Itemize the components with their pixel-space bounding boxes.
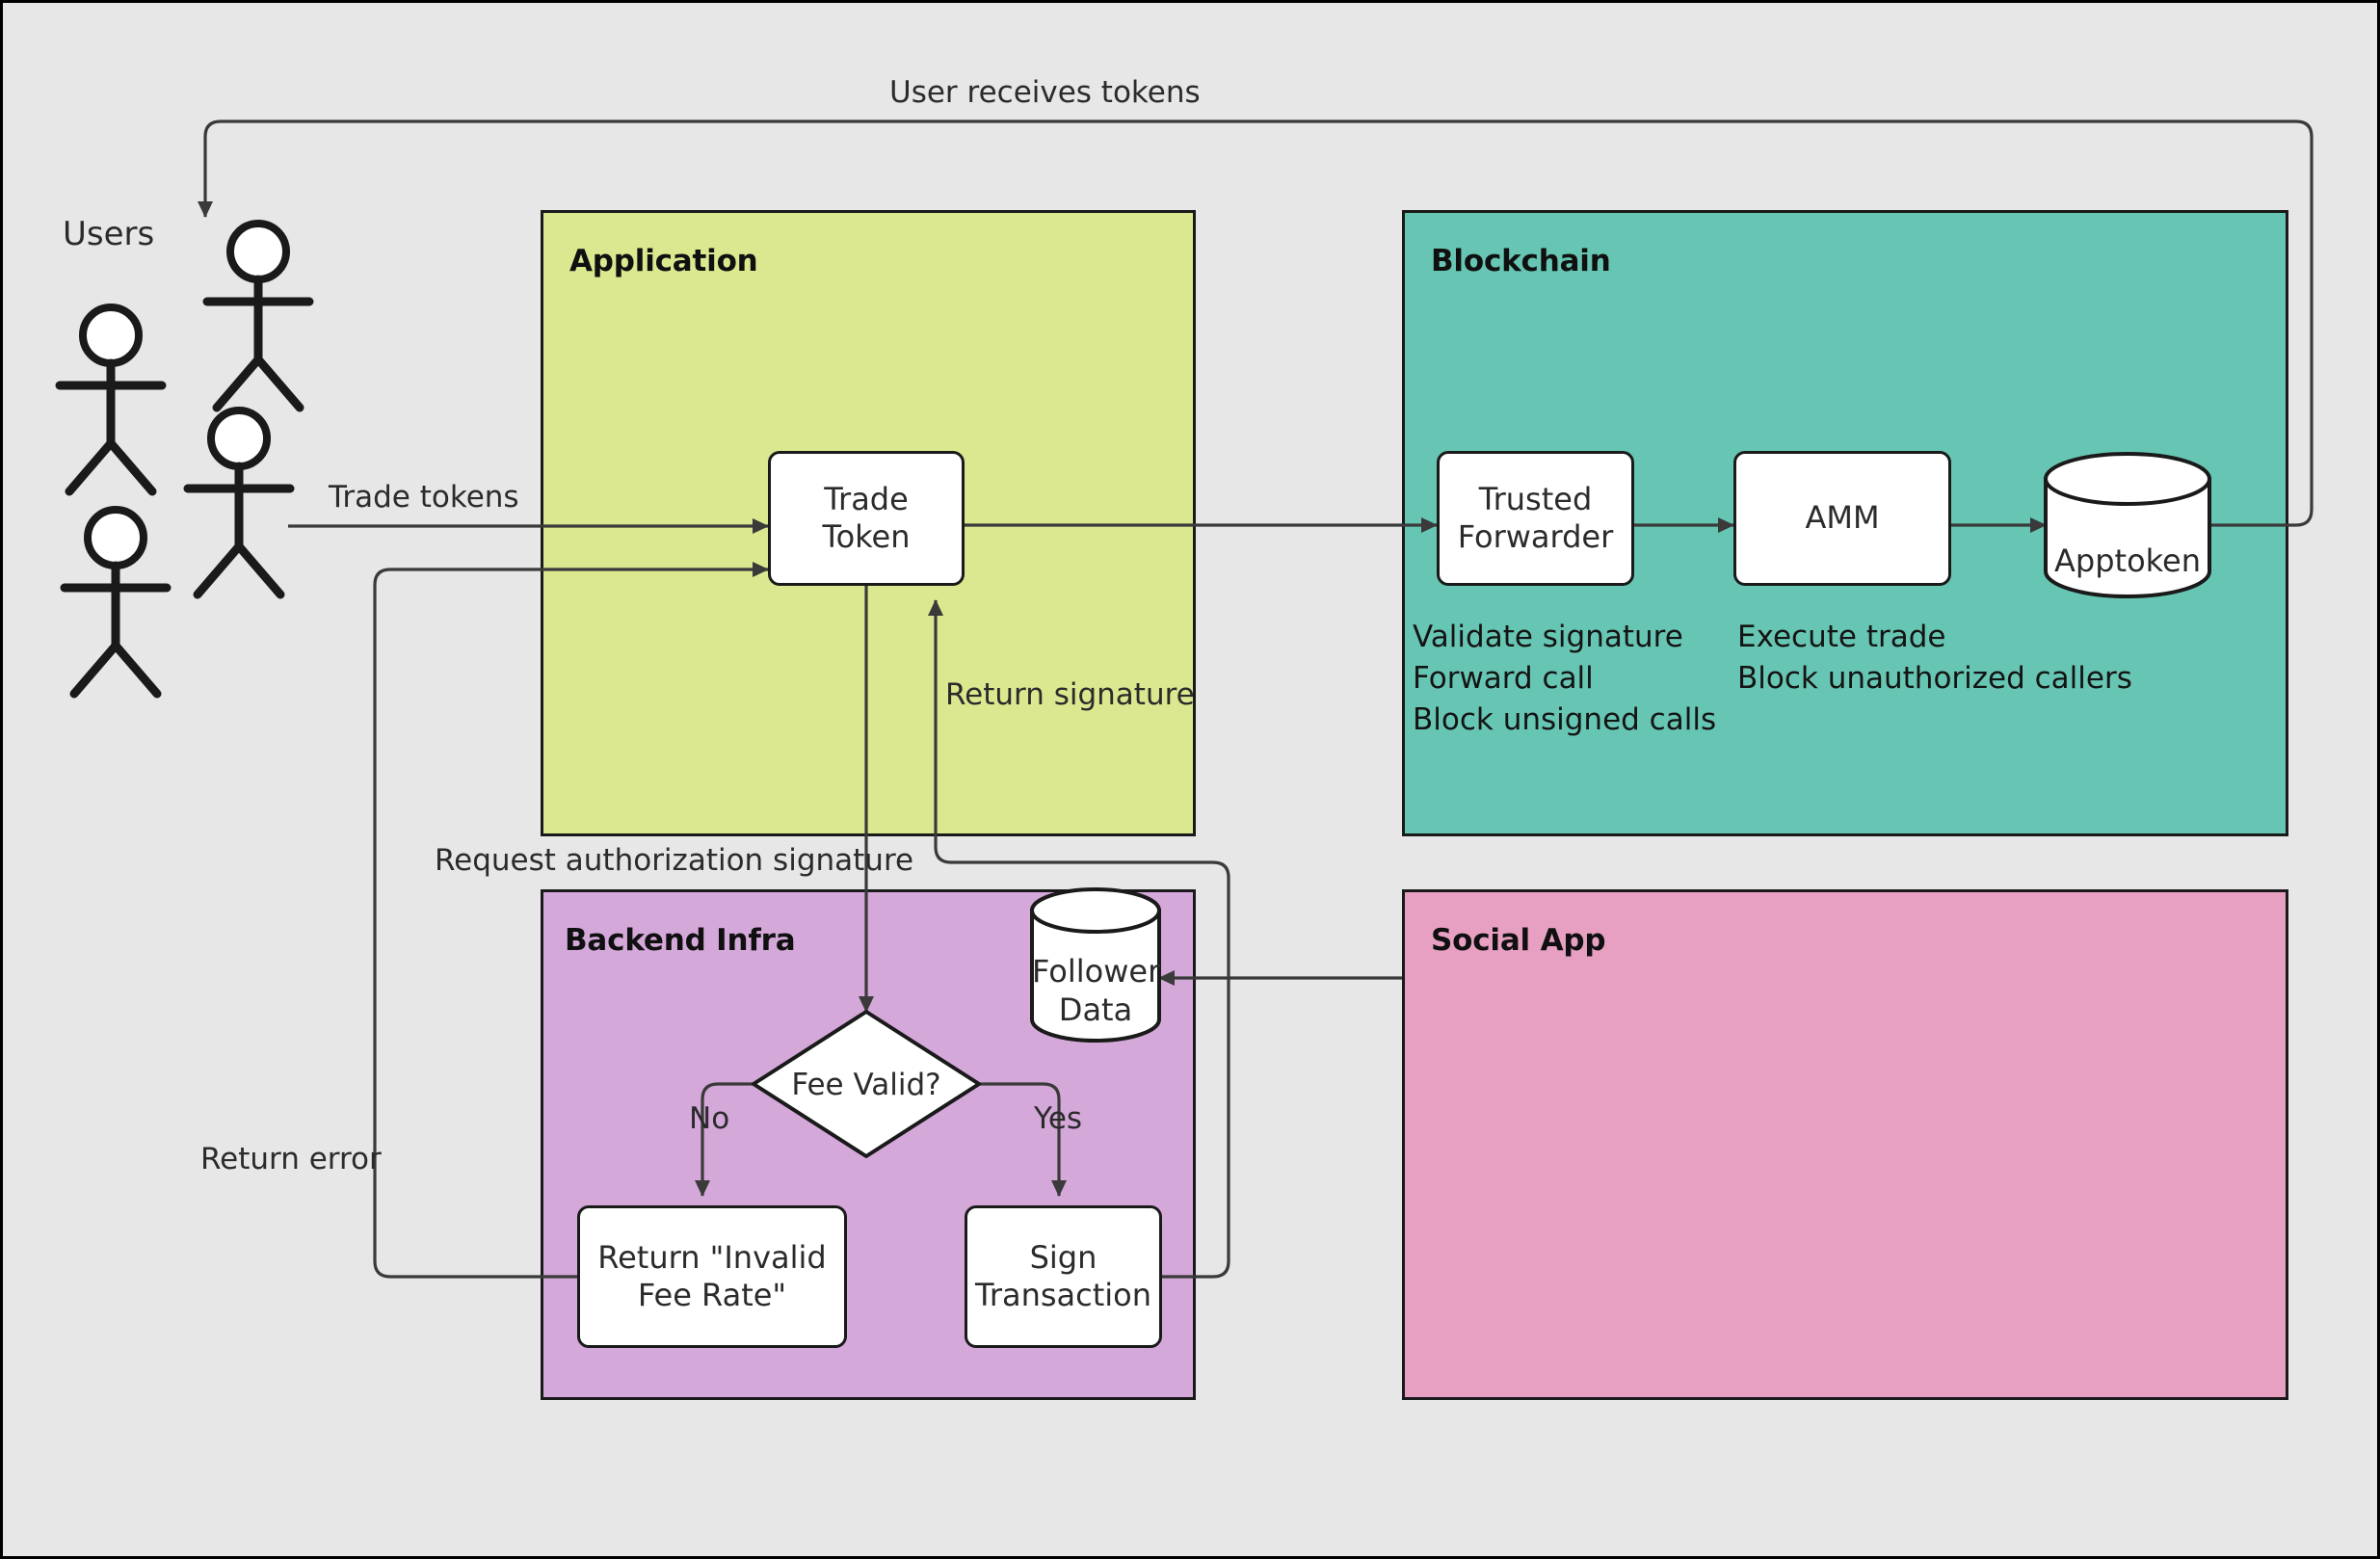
edge-label-request-authorization-signature: Request authorization signature	[435, 843, 914, 878]
annotation-trusted-forwarder: Validate signature Forward call Block un…	[1413, 620, 1717, 737]
node-return-invalid-fee-rate[interactable]: Return "Invalid Fee Rate"	[577, 1205, 847, 1348]
user-actors	[55, 220, 314, 699]
node-apptoken[interactable]: Apptoken	[2046, 479, 2209, 596]
node-return-invalid-line1: Return "Invalid	[597, 1238, 827, 1276]
group-social-app-title: Social App	[1431, 923, 1606, 958]
decision-fee-valid-label[interactable]: Fee Valid?	[791, 1068, 941, 1102]
group-social-app	[1402, 889, 2288, 1400]
node-amm-label: AMM	[1805, 499, 1880, 537]
node-follower-data[interactable]: Follower Data	[1032, 911, 1161, 1041]
edge-label-trade-tokens: Trade tokens	[329, 480, 519, 515]
node-follower-data-line1: Follower	[1032, 953, 1161, 990]
node-trade-token-line1: Trade	[824, 480, 909, 517]
group-blockchain-title: Blockchain	[1431, 244, 1611, 278]
node-follower-data-line2: Data	[1058, 991, 1133, 1028]
group-backend-infra-title: Backend Infra	[565, 923, 796, 958]
annotation-amm: Execute trade Block unauthorized callers	[1737, 620, 2132, 696]
node-trusted-forwarder-line1: Trusted	[1478, 480, 1593, 517]
edge-label-return-signature: Return signature	[945, 677, 1195, 712]
node-trade-token-line2: Token	[822, 518, 911, 555]
group-application-title: Application	[569, 244, 758, 278]
node-trusted-forwarder-line2: Forwarder	[1457, 518, 1614, 555]
node-amm[interactable]: AMM	[1733, 451, 1951, 586]
node-sign-transaction-line1: Sign	[1029, 1238, 1097, 1276]
edge-label-user-receives-tokens: User receives tokens	[889, 75, 1201, 110]
node-trade-token[interactable]: Trade Token	[768, 451, 965, 586]
node-apptoken-label: Apptoken	[2054, 542, 2201, 579]
node-return-invalid-line2: Fee Rate"	[637, 1277, 787, 1313]
edge-label-branch-yes: Yes	[1034, 1101, 1083, 1136]
node-sign-transaction-line2: Transaction	[974, 1277, 1152, 1313]
edge-label-branch-no: No	[689, 1101, 730, 1136]
node-sign-transaction[interactable]: Sign Transaction	[965, 1205, 1162, 1348]
edge-label-return-error: Return error	[200, 1142, 382, 1176]
users-label: Users	[63, 215, 155, 253]
node-trusted-forwarder[interactable]: Trusted Forwarder	[1437, 451, 1634, 586]
